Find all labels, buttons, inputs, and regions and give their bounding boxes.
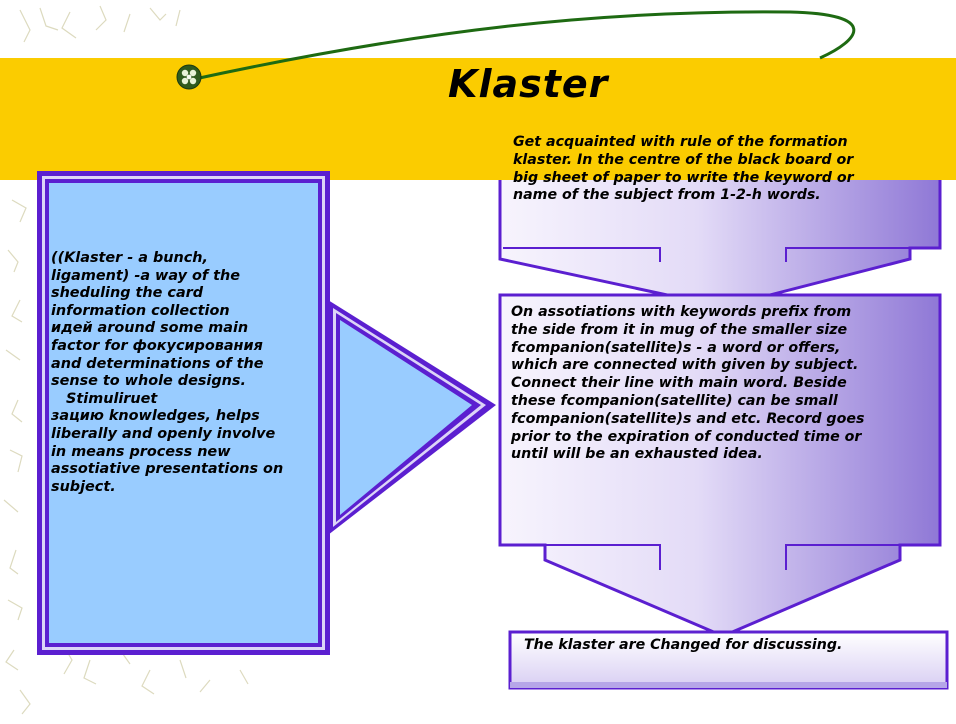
definition-line: and determinations of the — [51, 355, 264, 372]
definition-line: sense to whole designs. — [51, 373, 246, 390]
step1-text: Get acquainted with rule of the formatio… — [513, 134, 854, 205]
step2-line: Connect their line with main word. Besid… — [511, 375, 847, 392]
definition-line: information collection — [51, 302, 230, 319]
step2-line: these fcompanion(satellite) can be small — [511, 392, 838, 409]
step2-line: until will be an exhausted idea. — [511, 446, 763, 463]
definition-line: factor for фокусирования — [51, 337, 263, 354]
definition-text: ((Klaster - a bunch, ligament) -a way of… — [51, 250, 317, 496]
definition-line: liberally and openly involve — [51, 425, 276, 442]
step2-line: fcompanion(satellite)s - a word or offer… — [511, 339, 841, 356]
step2-line: On assotiations with keywords prefix fro… — [511, 304, 852, 320]
definition-line: ((Klaster - a bunch, — [51, 250, 208, 266]
step1-line: Get acquainted with rule of the formatio… — [513, 134, 848, 150]
step3-line: The klaster are Changed for discussing. — [524, 637, 843, 653]
definition-box — [37, 171, 330, 655]
definition-line: зацию knowledges, helps — [51, 408, 260, 425]
step1-line: big sheet of paper to write the keyword … — [513, 169, 854, 186]
title-band — [0, 58, 956, 180]
definition-line: subject. — [51, 478, 116, 495]
step2-line: prior to the expiration of conducted tim… — [511, 428, 862, 445]
step1-line: klaster. In the centre of the black boar… — [513, 151, 854, 168]
step2-text: On assotiations with keywords prefix fro… — [511, 304, 864, 464]
definition-line: sheduling the card — [51, 285, 204, 302]
definition-line: in means process new — [51, 443, 231, 460]
step2-line: fcompanion(satellite)s and etc. Record g… — [511, 410, 865, 427]
step2-line: the side from it in mug of the smaller s… — [511, 321, 848, 338]
step1-line: name of the subject from 1-2-h words. — [513, 187, 821, 204]
bead-icon — [176, 64, 202, 90]
step3-text: The klaster are Changed for discussing. — [524, 637, 842, 655]
definition-line: assotiative presentations on — [51, 461, 284, 478]
definition-line: идей around some main — [51, 320, 249, 337]
page-title: Klaster — [448, 62, 609, 106]
step2-line: which are connected with given by subjec… — [511, 357, 859, 374]
definition-line: ligament) -a way of the — [51, 267, 241, 284]
definition-line: Stimuliruet — [51, 390, 158, 407]
